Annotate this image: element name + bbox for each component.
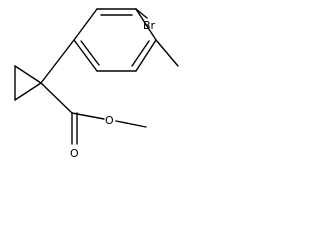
- bond-ring-6: [73, 39, 98, 72]
- bond-ring-double-2: [131, 40, 150, 67]
- cyclopropane-ring: [14, 65, 42, 101]
- bond-cyclopropane-bottom: [14, 82, 42, 101]
- bond-ring-1: [73, 8, 98, 41]
- chemical-structure-diagram: Br O O: [14, 8, 179, 160]
- bond-ring-4: [135, 39, 157, 72]
- bond-ring-3: [135, 8, 157, 41]
- carbonyl-oxygen-label: O: [70, 147, 79, 160]
- bond-cyclopropyl-to-aryl: [40, 39, 75, 84]
- bond-c-o-ester: [71, 112, 105, 120]
- bond-c-carbonyl: [40, 82, 73, 114]
- bond-cyclopropane-top: [14, 65, 42, 84]
- benzene-ring: [73, 8, 157, 72]
- bond-ring-double-3: [80, 40, 100, 66]
- methyl-ester-group: [40, 82, 147, 145]
- ester-oxygen-label: O: [105, 114, 114, 127]
- bond-o-methyl: [115, 120, 147, 128]
- bond-methyl: [155, 39, 179, 67]
- bromine-label: Br: [143, 19, 156, 32]
- bond-c-br: [135, 8, 148, 19]
